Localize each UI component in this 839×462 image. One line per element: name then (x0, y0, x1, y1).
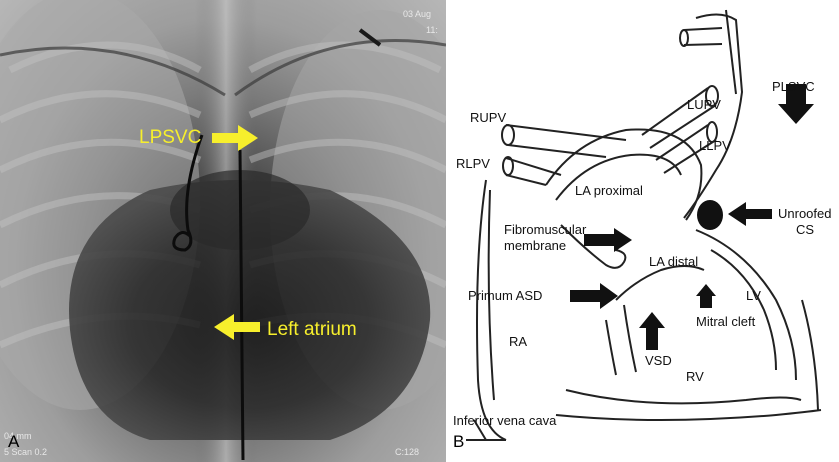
left-atrium-label: Left atrium (267, 320, 357, 339)
fibromuscular-label: Fibromuscular (504, 223, 586, 237)
black-arrow-icon (696, 284, 716, 308)
heart-diagram-panel: RUPV RLPV LUPV LLPV PLSVC LA proximal Fi… (446, 0, 839, 462)
ra-label: RA (509, 335, 527, 349)
unroofed-label: Unroofed (778, 207, 831, 221)
llpv-label: LLPV (699, 139, 731, 153)
primum-asd-label: Primum ASD (468, 289, 542, 303)
cs-label: CS (796, 223, 814, 237)
lpsvc-label: LPSVC (139, 128, 201, 147)
lupv-label: LUPV (687, 98, 721, 112)
ivc-label: Inferior vena cava (453, 414, 556, 428)
plsvc-label: PLSVC (772, 80, 815, 94)
black-arrow-icon (570, 283, 618, 309)
timestamp-date: 03 Aug (403, 10, 431, 19)
timestamp-time: 11: (426, 26, 438, 35)
black-arrow-icon (728, 202, 772, 226)
fluoroscopy-image-panel: LPSVC Left atrium 03 Aug 11: 04 mm 5 Sca… (0, 0, 446, 462)
la-proximal-label: LA proximal (575, 184, 643, 198)
rlpv-label: RLPV (456, 157, 490, 171)
rupv-label: RUPV (470, 111, 506, 125)
contrast-text: C:128 (395, 448, 419, 457)
lv-label: LV (746, 289, 761, 303)
la-distal-label: LA distal (649, 255, 698, 269)
panel-b-letter: B (453, 433, 464, 450)
membrane-label: membrane (504, 239, 566, 253)
mitral-cleft-label: Mitral cleft (696, 315, 755, 329)
black-arrow-icon (584, 228, 632, 252)
fluoroscopy-image (0, 0, 446, 462)
panel-a-letter: A (8, 433, 19, 450)
rv-label: RV (686, 370, 704, 384)
vsd-label: VSD (645, 354, 672, 368)
black-arrow-icon (639, 312, 665, 350)
